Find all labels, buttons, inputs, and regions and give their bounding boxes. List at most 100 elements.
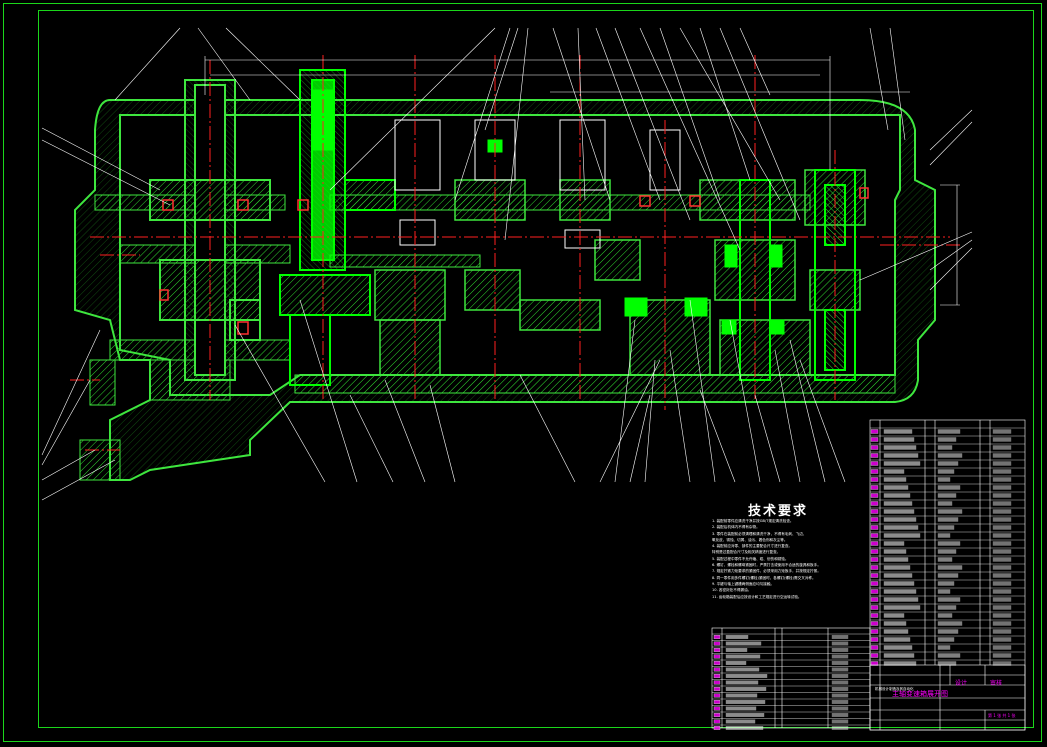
table-cell-text xyxy=(992,645,1012,650)
table-cell-text xyxy=(831,635,849,639)
table-cell-text xyxy=(937,637,955,642)
table-row-number xyxy=(713,680,721,685)
table-cell-text xyxy=(937,557,953,562)
table-cell-text xyxy=(937,613,953,618)
table-cell-text xyxy=(937,653,961,658)
table-cell-text xyxy=(883,565,911,570)
table-cell-text xyxy=(883,525,919,530)
table-cell-text xyxy=(725,661,747,665)
table-cell-text xyxy=(937,533,951,538)
table-cell-text xyxy=(992,605,1012,610)
table-cell-text xyxy=(992,541,1012,546)
table-cell-text xyxy=(992,517,1012,522)
table-row-number xyxy=(870,653,879,658)
table-cell-text xyxy=(992,461,1012,466)
table-row-number xyxy=(870,429,879,434)
table-cell-text xyxy=(937,469,955,474)
table-cell-text xyxy=(883,469,905,474)
table-row-number xyxy=(713,687,721,691)
table-cell-text xyxy=(883,533,921,538)
table-cell-text xyxy=(992,453,1012,458)
table-cell-text xyxy=(992,445,1012,450)
table-cell-text xyxy=(992,533,1012,538)
table-cell-text xyxy=(831,706,849,711)
table-row-number xyxy=(713,713,721,717)
table-cell-text xyxy=(937,629,959,634)
table-cell-text xyxy=(725,674,768,678)
table-cell-text xyxy=(883,589,917,594)
table-cell-text xyxy=(992,549,1012,554)
table-cell-text xyxy=(831,726,849,730)
table-cell-text xyxy=(883,517,917,522)
table-cell-text xyxy=(831,661,849,665)
title-block-frame xyxy=(869,664,1026,731)
table-row-number xyxy=(713,693,721,698)
table-cell-text xyxy=(883,605,921,610)
technical-note: 7. 规定拧紧力矩要求的紧固件，必须采用力矩扳手，并按规定拧紧。 xyxy=(712,569,821,574)
table-cell-text xyxy=(725,700,766,704)
table-cell-text xyxy=(725,635,749,639)
table-cell-text xyxy=(883,461,921,466)
table-cell-text xyxy=(831,687,849,691)
table-row-number xyxy=(870,525,879,530)
table-row-number xyxy=(870,645,879,650)
table-cell-text xyxy=(725,713,765,717)
table-cell-text xyxy=(883,557,909,562)
table-cell-text xyxy=(992,485,1012,490)
table-cell-text xyxy=(883,661,917,666)
table-cell-text xyxy=(937,597,961,602)
table-row-number xyxy=(713,719,721,724)
table-cell-text xyxy=(831,674,849,678)
table-row-number xyxy=(870,605,879,610)
table-row-number xyxy=(870,589,879,594)
table-cell-text xyxy=(992,469,1012,474)
leader-lines-top xyxy=(114,27,906,251)
table-cell-text xyxy=(937,485,961,490)
table-cell-text xyxy=(883,637,911,642)
table-row-number xyxy=(870,541,879,546)
technical-note: 1. 装配前零件应清洗干净并按GB/T规定清洗检查。 xyxy=(712,519,794,523)
table-cell-text xyxy=(831,667,849,672)
table-cell-text xyxy=(725,693,758,698)
table-row-number xyxy=(870,565,879,570)
table-row-number xyxy=(713,726,721,730)
table-row-number xyxy=(870,533,879,538)
table-row-number xyxy=(713,635,721,639)
table-row-number xyxy=(870,445,879,450)
table-row-number xyxy=(870,661,879,666)
table-cell-text xyxy=(937,437,957,442)
table-cell-text xyxy=(725,641,762,646)
table-cell-text xyxy=(937,429,961,434)
table-row-number xyxy=(713,700,721,704)
technical-note: 3. 零件在装配前必须清理和清洗干净，不得有毛刺、飞边、 xyxy=(712,531,807,536)
table-cell-text xyxy=(725,667,760,672)
check-label: 审核 xyxy=(990,680,1003,687)
table-row-number xyxy=(870,517,879,522)
table-cell-text xyxy=(992,437,1012,442)
table-cell-text xyxy=(883,477,907,482)
technical-note: 4. 装配前应对零、部件的主要配合尺寸进行复查。 xyxy=(712,544,793,549)
table-cell-text xyxy=(831,700,849,704)
table-cell-text xyxy=(937,645,951,650)
table-row-number xyxy=(870,549,879,554)
table-row-number xyxy=(713,654,721,659)
table-cell-text xyxy=(725,706,757,711)
table-cell-text xyxy=(937,461,959,466)
table-row-number xyxy=(713,648,721,652)
school-label: 机械设计制造及其自动化 xyxy=(875,687,914,691)
table-row-number xyxy=(870,573,879,578)
technical-note: 5. 装配过程中零件不允许磕、碰、划伤和锈蚀。 xyxy=(712,556,789,561)
parts-list-rows xyxy=(870,427,1025,666)
table-cell-text xyxy=(992,653,1012,658)
table-cell-text xyxy=(725,687,767,691)
table-cell-text xyxy=(831,713,849,717)
table-cell-text xyxy=(883,581,915,586)
table-cell-text xyxy=(883,549,907,554)
table-cell-text xyxy=(992,581,1012,586)
table-cell-text xyxy=(992,597,1012,602)
table-cell-text xyxy=(992,477,1012,482)
table-cell-text xyxy=(992,565,1012,570)
dimension-lines xyxy=(204,56,960,306)
table-cell-text xyxy=(831,641,849,646)
table-cell-text xyxy=(992,573,1012,578)
